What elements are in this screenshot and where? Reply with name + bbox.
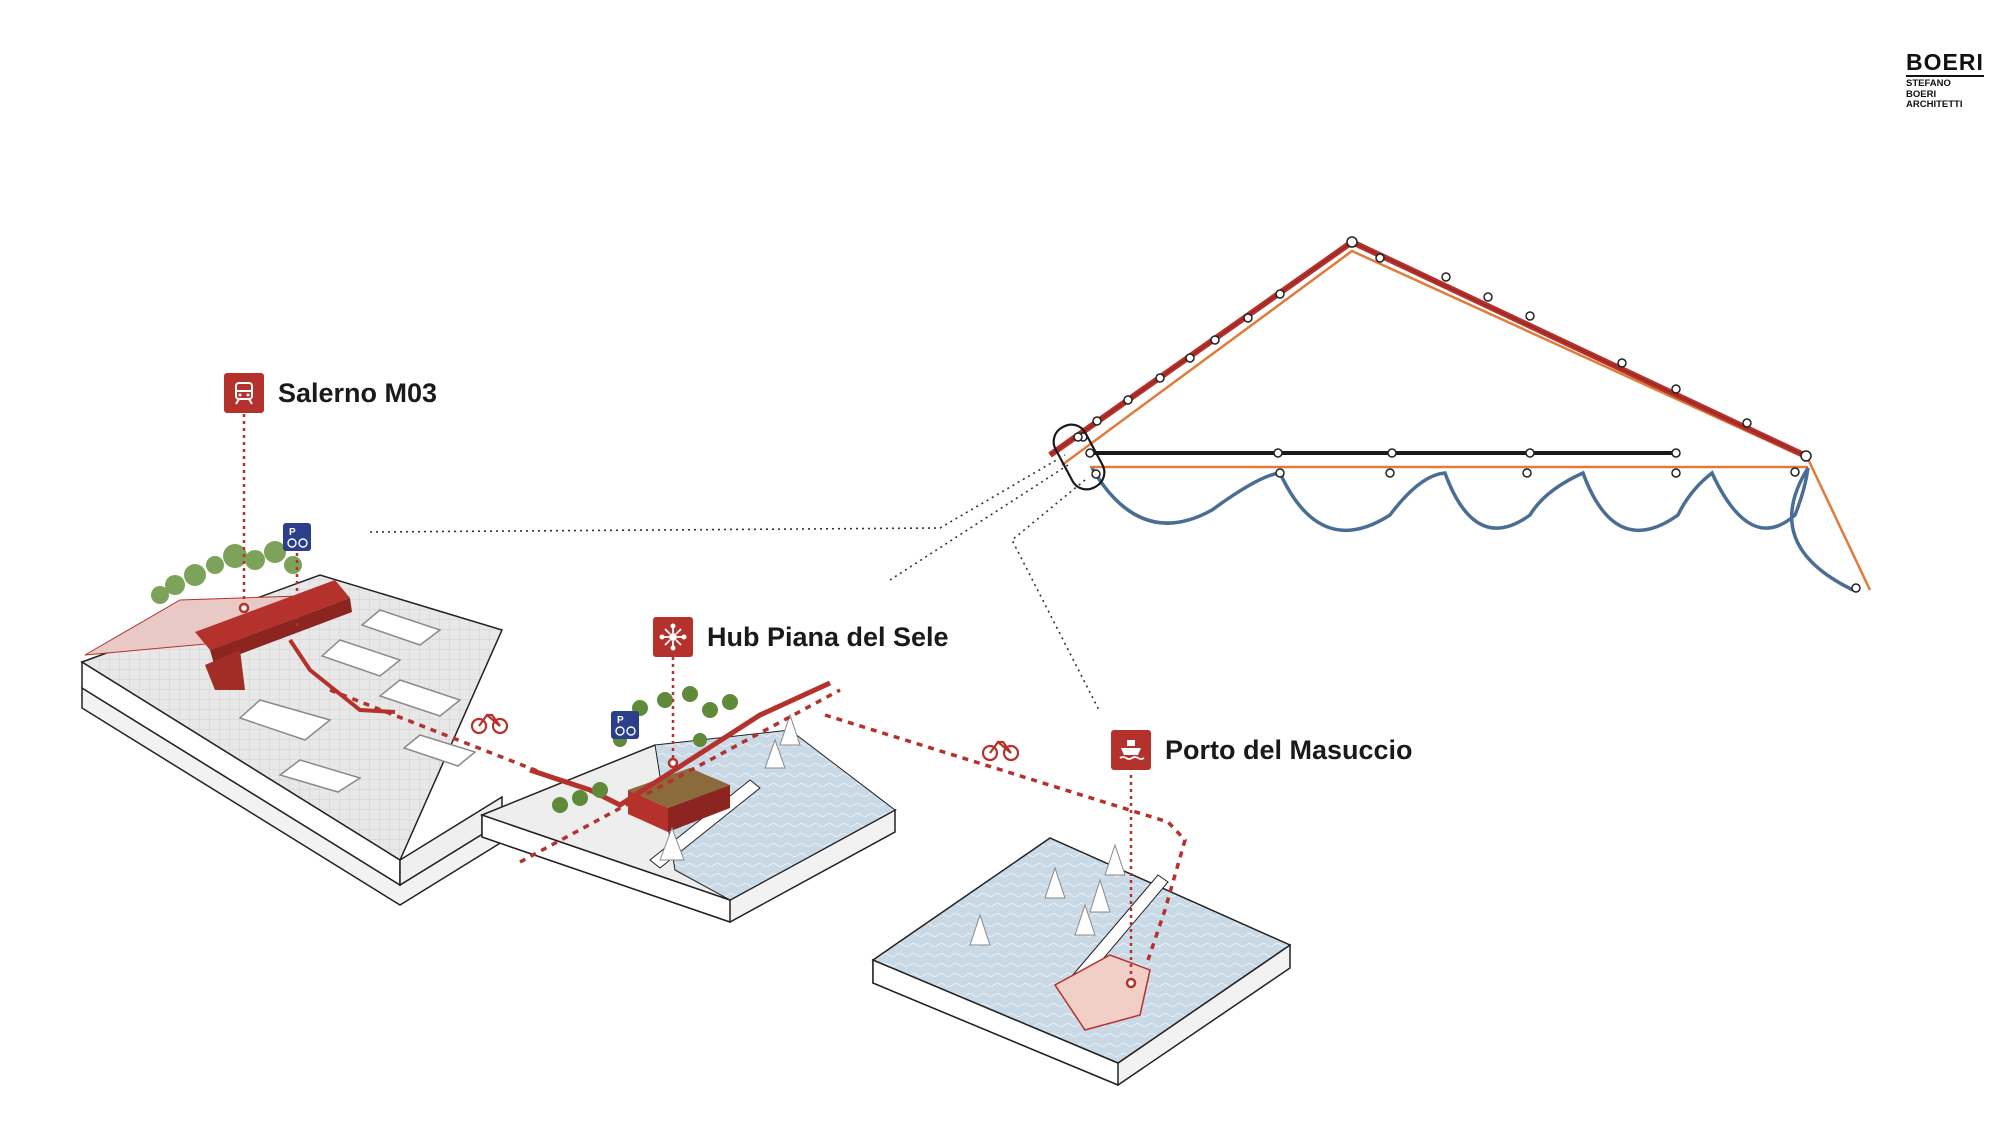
bicycle-icon bbox=[470, 713, 509, 735]
salerno-label: Salerno M03 bbox=[224, 373, 437, 413]
logo-line: BOERI bbox=[1906, 88, 1937, 100]
boeri-logo: BOERI STEFANO BOERI ARCHITETTI bbox=[1906, 50, 1986, 111]
porto-label: Porto del Masuccio bbox=[1111, 730, 1413, 770]
transit-network bbox=[1048, 236, 1872, 593]
label-pins bbox=[242, 414, 1133, 980]
leader-lines bbox=[369, 454, 1101, 713]
orange-route bbox=[1061, 249, 1872, 591]
ferry-route bbox=[1090, 467, 1854, 592]
salerno-title: Salerno M03 bbox=[278, 377, 438, 408]
logo-line: ARCHITETTI bbox=[1906, 99, 1963, 110]
rail-route bbox=[1048, 239, 1808, 459]
logo-wordmark: BOERI bbox=[1906, 49, 1984, 77]
hub-label: Hub Piana del Sele bbox=[653, 617, 949, 657]
hub-icon bbox=[653, 617, 693, 657]
bicycle-icon bbox=[981, 740, 1020, 762]
train-icon bbox=[224, 373, 264, 413]
salerno-block bbox=[80, 541, 504, 906]
selection-outline bbox=[1052, 423, 1106, 491]
ferry-icon bbox=[1111, 730, 1151, 770]
stops bbox=[1073, 236, 1861, 593]
hub-title: Hub Piana del Sele bbox=[707, 621, 949, 652]
svg-text:P: P bbox=[289, 527, 296, 538]
logo-line: STEFANO bbox=[1906, 78, 1951, 89]
svg-text:P: P bbox=[617, 715, 624, 726]
parking-bike-icon: P bbox=[283, 523, 311, 551]
hub-block bbox=[479, 680, 897, 924]
porto-title: Porto del Masuccio bbox=[1165, 734, 1413, 765]
bike-routes bbox=[329, 688, 1187, 961]
parking-bike-icon: P bbox=[611, 711, 639, 739]
logo-subtitle: STEFANO BOERI ARCHITETTI bbox=[1906, 78, 1986, 111]
porto-block bbox=[871, 837, 1292, 1087]
